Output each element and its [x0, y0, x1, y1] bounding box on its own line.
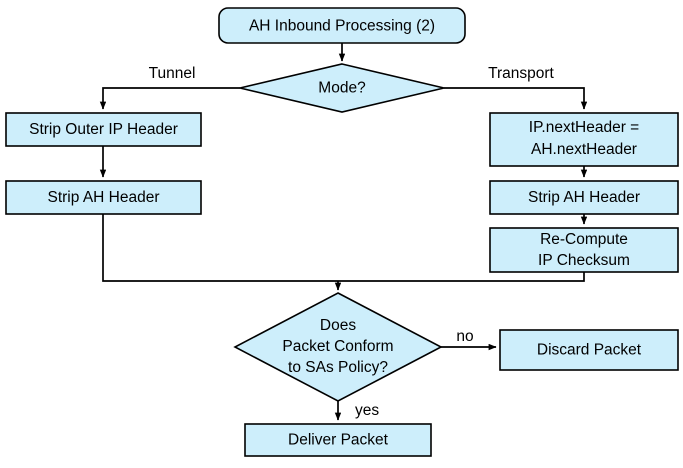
next-header-shape — [489, 112, 679, 167]
discard-packet-shape — [499, 329, 679, 371]
edge-right-to-merge — [338, 272, 585, 282]
conform-decision-shape — [233, 292, 443, 402]
node-strip-ah-header-left[interactable]: Strip AH Header — [5, 180, 202, 215]
strip-ah-right-shape — [489, 180, 679, 215]
node-mode-decision[interactable]: Mode? — [239, 63, 445, 113]
start-node-label: AH Inbound Processing (2) — [249, 18, 435, 35]
recompute-label-line1: Re-Compute — [540, 231, 628, 248]
conform-decision-label-line3: to SAs Policy? — [288, 359, 388, 376]
edge-label-yes: yes — [355, 402, 379, 419]
node-start[interactable]: AH Inbound Processing (2) — [218, 7, 466, 44]
edge-mode-tunnel — [99, 87, 240, 110]
strip-outer-ip-label: Strip Outer IP Header — [29, 121, 178, 138]
deliver-packet-label: Deliver Packet — [288, 432, 389, 449]
node-strip-ah-header-right[interactable]: Strip AH Header — [489, 180, 679, 215]
node-discard-packet[interactable]: Discard Packet — [499, 329, 679, 371]
next-header-label-line1: IP.nextHeader = — [529, 119, 639, 136]
next-header-label-line2: AH.nextHeader — [531, 141, 637, 158]
strip-outer-ip-shape — [5, 112, 202, 147]
discard-packet-label: Discard Packet — [537, 342, 642, 359]
node-conform-decision[interactable]: Does Packet Conform to SAs Policy? — [233, 292, 443, 402]
strip-ah-left-shape — [5, 180, 202, 215]
recompute-shape — [489, 227, 679, 273]
strip-ah-left-label: Strip AH Header — [48, 189, 160, 206]
recompute-label-line2: IP Checksum — [538, 252, 630, 269]
node-ip-next-header[interactable]: IP.nextHeader = AH.nextHeader — [489, 112, 679, 167]
strip-ah-right-label: Strip AH Header — [528, 189, 640, 206]
connectors — [99, 43, 588, 421]
conform-decision-label-line1: Does — [320, 317, 356, 334]
edge-mode-transport — [444, 87, 588, 110]
edge-label-transport: Transport — [488, 65, 554, 82]
edge-label-tunnel: Tunnel — [149, 65, 196, 82]
start-node-shape — [218, 7, 466, 44]
mode-decision-shape — [239, 63, 445, 113]
edge-left-to-merge — [102, 214, 338, 282]
node-deliver-packet[interactable]: Deliver Packet — [244, 423, 432, 457]
conform-decision-label-line2: Packet Conform — [282, 338, 393, 355]
mode-decision-label: Mode? — [318, 80, 366, 97]
deliver-packet-shape — [244, 423, 432, 457]
node-recompute-checksum[interactable]: Re-Compute IP Checksum — [489, 227, 679, 273]
node-strip-outer-ip-header[interactable]: Strip Outer IP Header — [5, 112, 202, 147]
edge-label-no: no — [456, 328, 473, 345]
